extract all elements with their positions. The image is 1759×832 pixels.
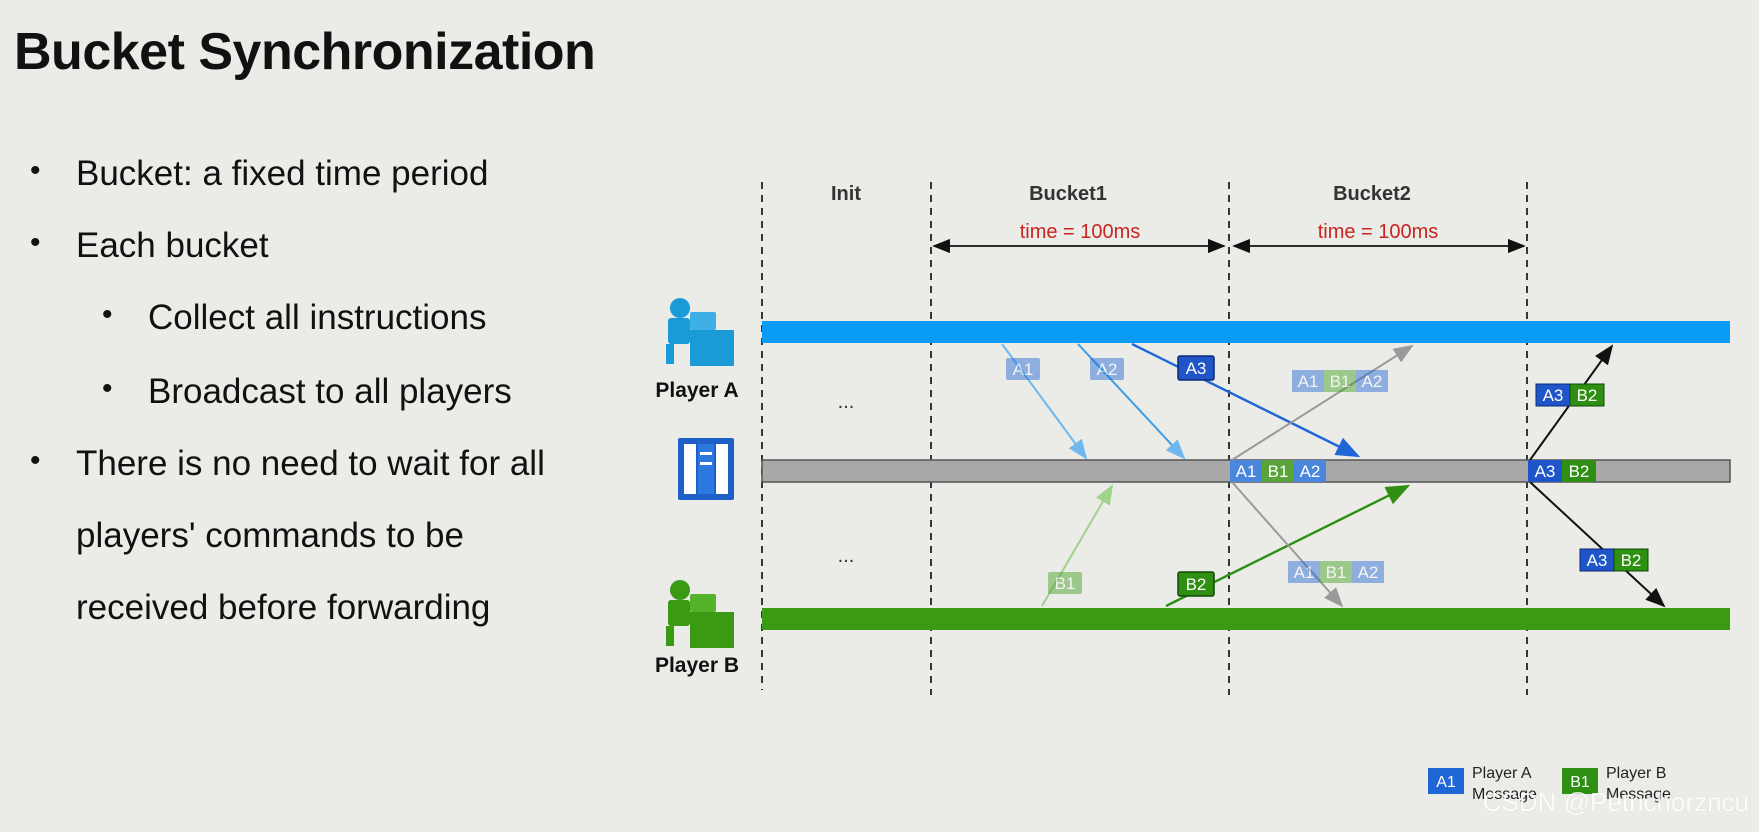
sub-bullet-item: • Collect all instructions: [102, 298, 487, 338]
server-icon: [678, 438, 734, 500]
svg-text:B2: B2: [1577, 386, 1598, 405]
svg-text:A3: A3: [1535, 462, 1556, 481]
watermark: CSDN @Petrichorzncu: [1482, 787, 1749, 817]
server-bucket1-collected: A1 B1 A2: [1230, 460, 1326, 482]
msg-tag-b1-faded: B1: [1048, 572, 1082, 594]
svg-text:B1: B1: [1326, 563, 1347, 582]
svg-text:A1: A1: [1294, 563, 1315, 582]
svg-text:B2: B2: [1621, 551, 1642, 570]
svg-text:A1: A1: [1436, 774, 1456, 791]
svg-text:A1: A1: [1236, 462, 1257, 481]
phase-label-init: Init: [831, 183, 861, 205]
svg-text:A2: A2: [1358, 563, 1379, 582]
slide-title: Bucket Synchronization: [14, 23, 596, 81]
arrow-a1-to-server: [1001, 343, 1088, 460]
svg-text:A1: A1: [1298, 372, 1319, 391]
duration-label-bucket1: time = 100ms: [1020, 221, 1141, 243]
duration-label-bucket2: time = 100ms: [1318, 221, 1439, 243]
svg-text:B1: B1: [1570, 774, 1590, 791]
bullet-text: There is no need to wait for all: [76, 444, 545, 483]
bullet-dot: •: [30, 226, 41, 259]
player-a-label: Player A: [655, 379, 738, 402]
svg-text:A2: A2: [1097, 360, 1118, 379]
sub-bullet-item: • Broadcast to all players: [102, 372, 512, 412]
ellipsis: ...: [838, 545, 855, 567]
arrow-broadcast1-to-b: [1231, 481, 1344, 608]
player-b-icon: [666, 580, 734, 648]
msg-tag-a1-faded: A1: [1006, 358, 1040, 380]
svg-text:A3: A3: [1587, 551, 1608, 570]
broadcast1-packet-to-b: A1 B1 A2: [1288, 561, 1384, 583]
arrow-a3-to-server: [1131, 342, 1361, 458]
bullet-text: Each bucket: [76, 226, 269, 265]
phase-label-bucket1: Bucket1: [1029, 183, 1107, 205]
arrow-broadcast1-to-a: [1231, 344, 1414, 461]
legend-player-b-message: B1 Player B Message: [1562, 765, 1671, 803]
svg-text:B1: B1: [1268, 462, 1289, 481]
msg-tag-b2: B2: [1177, 571, 1215, 597]
server-bucket2-collected: A3 B2: [1528, 460, 1596, 482]
svg-text:A2: A2: [1300, 462, 1321, 481]
svg-text:B2: B2: [1186, 575, 1207, 594]
svg-text:B2: B2: [1569, 462, 1590, 481]
svg-text:B1: B1: [1055, 574, 1076, 593]
svg-text:Message: Message: [1606, 786, 1671, 803]
svg-text:A3: A3: [1186, 359, 1207, 378]
bullet-item: • Each bucket: [30, 226, 269, 266]
svg-text:A3: A3: [1543, 386, 1564, 405]
bullet-item: • Bucket: a fixed time period: [30, 154, 489, 194]
bullet-dot: •: [30, 444, 41, 477]
svg-text:Message: Message: [1472, 786, 1537, 803]
arrow-b1-to-server: [1041, 484, 1114, 607]
bullet-item: • There is no need to wait for all: [30, 444, 545, 484]
svg-text:A2: A2: [1362, 372, 1383, 391]
phase-label-bucket2: Bucket2: [1333, 183, 1411, 205]
player-b-label: Player B: [655, 654, 739, 677]
broadcast2-packet-to-a: A3 B2: [1535, 383, 1605, 407]
player-b-timeline: [762, 608, 1730, 630]
bullet-text: Collect all instructions: [148, 298, 487, 337]
player-a-timeline: [762, 321, 1730, 343]
msg-tag-a3: A3: [1177, 355, 1215, 381]
bullet-continuation: players' commands to be: [76, 516, 464, 555]
bullet-dot: •: [30, 154, 41, 187]
bullet-text: Broadcast to all players: [148, 372, 512, 411]
broadcast2-packet-to-b: A3 B2: [1579, 548, 1649, 572]
svg-text:A1: A1: [1013, 360, 1034, 379]
bullet-dot: •: [102, 298, 113, 331]
msg-tag-a2-faded: A2: [1090, 358, 1124, 380]
broadcast1-packet-to-a: A1 B1 A2: [1292, 370, 1388, 392]
player-a-icon: [666, 298, 734, 366]
legend-player-a-message: A1 Player A Message: [1428, 765, 1537, 803]
bullet-dot: •: [102, 372, 113, 405]
arrow-a2-to-server: [1077, 343, 1186, 460]
arrow-broadcast2-to-b: [1529, 481, 1666, 608]
svg-text:Player A: Player A: [1472, 765, 1532, 782]
ellipsis: ...: [838, 391, 855, 413]
bullet-continuation: received before forwarding: [76, 588, 491, 627]
bullet-text: Bucket: a fixed time period: [76, 154, 489, 193]
svg-text:Player B: Player B: [1606, 765, 1666, 782]
svg-text:B1: B1: [1330, 372, 1351, 391]
